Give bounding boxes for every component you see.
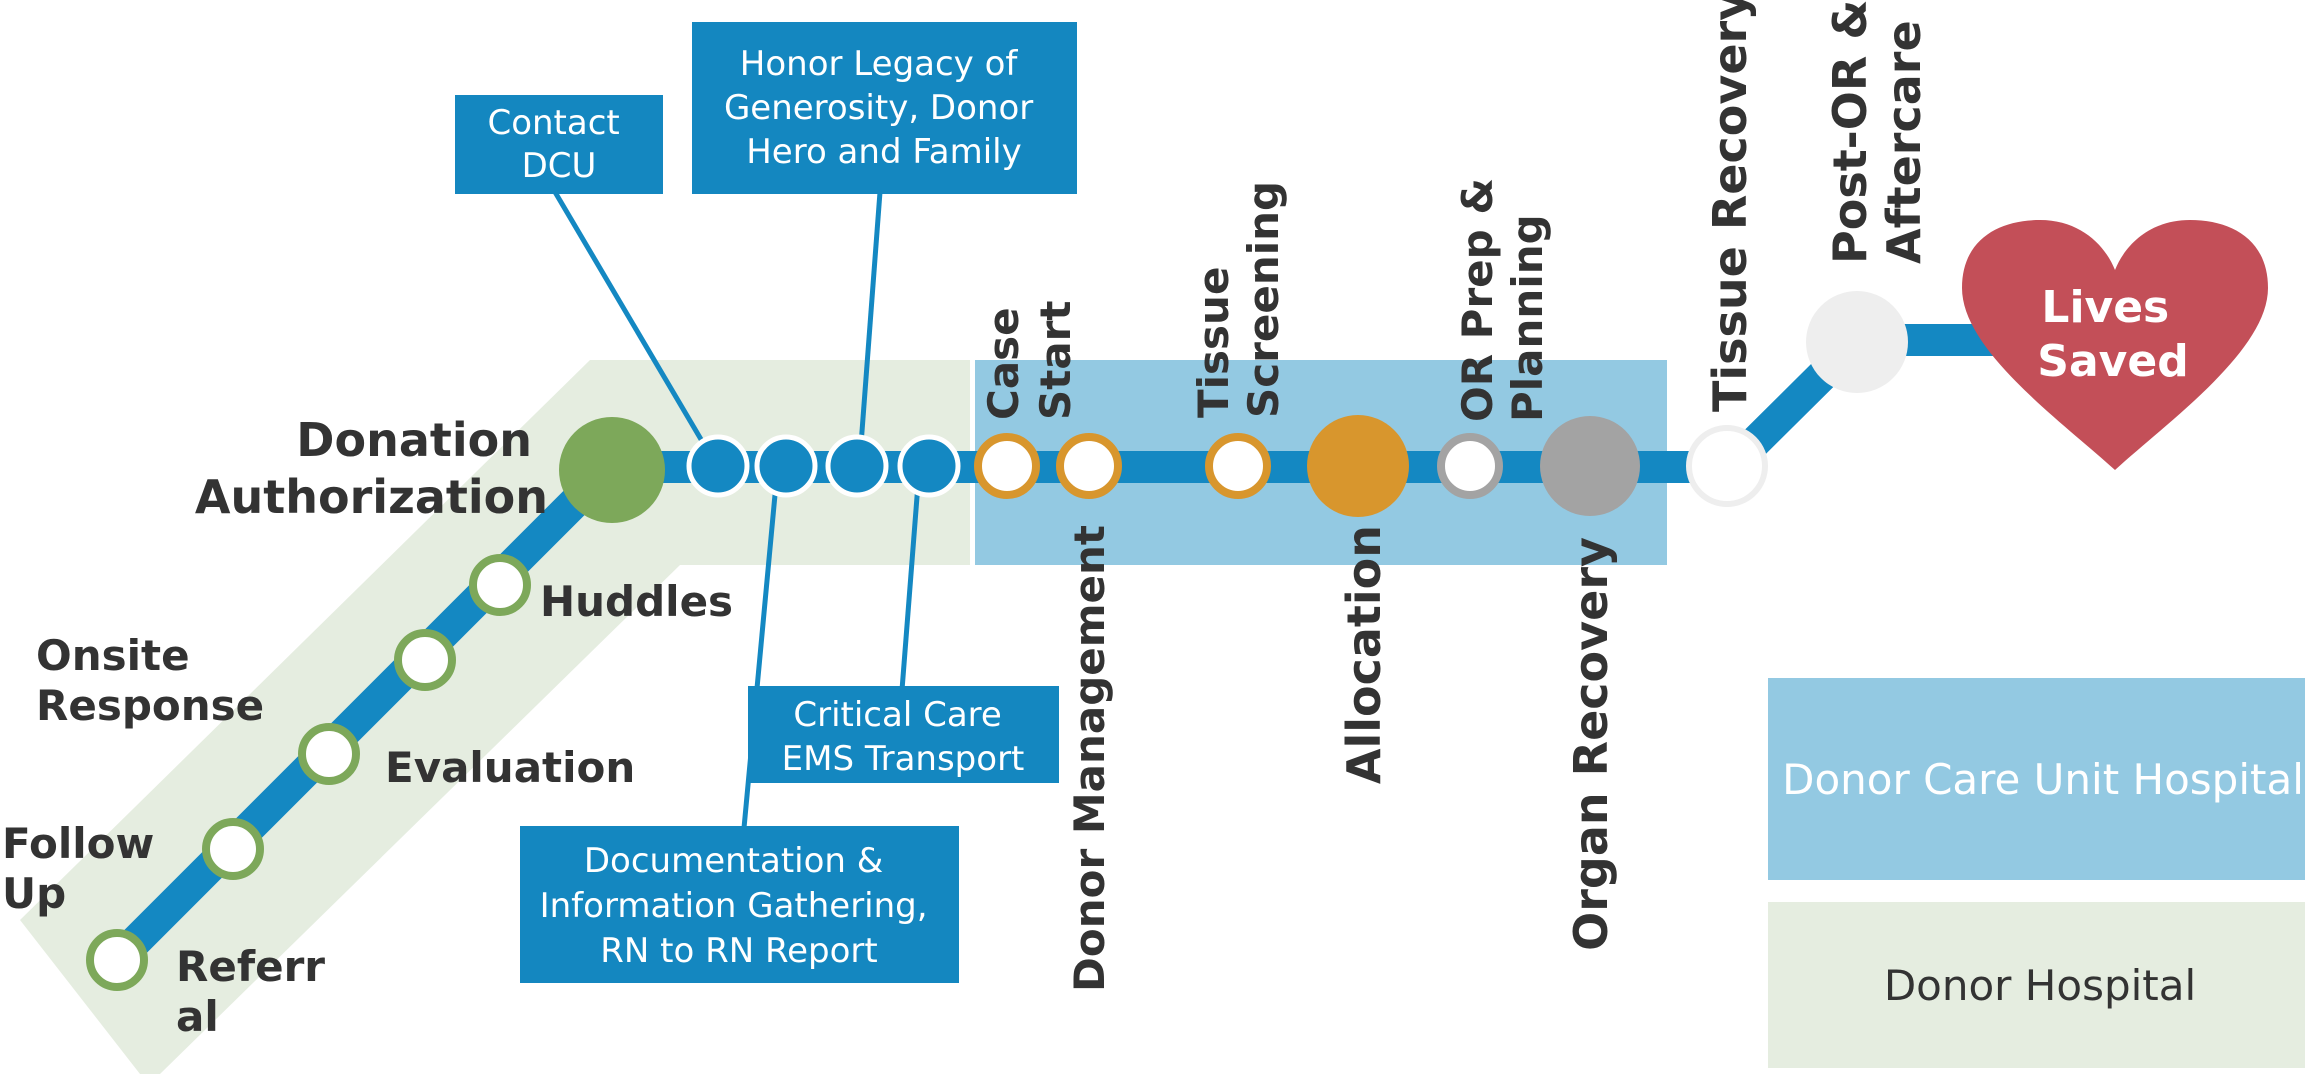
lives-saved-text: Lives Saved	[2037, 282, 2188, 387]
stop-donation-authorization	[559, 417, 665, 523]
label-follow-up: Follow Up	[2, 819, 169, 918]
callout-honor-legacy: Honor Legacy of Generosity, Donor Hero a…	[692, 22, 1077, 194]
stop-organ-recovery	[1540, 416, 1640, 516]
stop-donor-management	[1056, 433, 1122, 499]
label-tissue-recovery: Tissue Recovery	[1703, 0, 1757, 412]
label-or-prep-planning-line-1: OR Prep &	[1453, 178, 1502, 422]
callout-documentation-line-2: Information Gathering,	[540, 886, 928, 926]
callout-critical-care-line-1: Critical Care	[793, 695, 1001, 735]
svg-text:Honor Legacy of Generosi: Honor Legacy of Generosity, Donor Hero a…	[724, 44, 1044, 172]
lives-saved-line-2: Saved	[2037, 336, 2188, 387]
label-onsite-response: Onsite Response	[36, 631, 264, 730]
label-or-prep-planning-line-2: Planning	[1503, 214, 1552, 422]
callout-contact-dcu-line-2: DCU	[522, 146, 597, 186]
stop-huddles	[469, 554, 531, 616]
svg-text:Contact DCU: Contact DCU	[487, 103, 630, 186]
label-referral-line-1: Referr	[176, 942, 325, 991]
label-case-start-line-2: Start	[1031, 301, 1080, 420]
callout-honor-legacy-line-3: Hero and Family	[746, 132, 1022, 172]
callout-critical-care-line-2: EMS Transport	[782, 739, 1025, 779]
label-post-or-aftercare-line-1: Post-OR &	[1823, 0, 1877, 264]
stop-onsite-response	[394, 629, 456, 691]
label-donation-authorization: Donation Authorization	[195, 413, 548, 524]
lives-saved-heart	[1962, 220, 2268, 470]
callout-documentation: Documentation & Information Gathering, R…	[520, 826, 959, 983]
label-referral-line-2: al	[176, 992, 219, 1041]
legend: Donor Care Unit Hospital Donor Hospital	[1768, 678, 2305, 1068]
label-donation-authorization-line-2: Authorization	[195, 470, 548, 524]
label-post-or-aftercare-line-2: Aftercare	[1877, 20, 1931, 264]
stop-evaluation	[298, 723, 360, 785]
label-onsite-response-line-1: Onsite	[36, 631, 190, 680]
label-or-prep-planning: OR Prep & Planning	[1453, 163, 1552, 422]
stop-critical-care	[897, 434, 961, 498]
callout-documentation-line-1: Documentation &	[584, 841, 883, 881]
label-donor-management: Donor Management	[1065, 525, 1114, 992]
stop-honor-legacy	[825, 434, 889, 498]
stop-case-start	[974, 433, 1040, 499]
callout-critical-care: Critical Care EMS Transport	[748, 686, 1059, 783]
stop-or-prep-planning	[1437, 433, 1503, 499]
stop-tissue-screening	[1205, 433, 1271, 499]
callout-documentation-line-3: RN to RN Report	[600, 931, 877, 971]
stop-post-or-aftercare	[1806, 291, 1908, 393]
label-follow-up-line-2: Up	[2, 869, 66, 918]
label-referral: Referr al	[176, 942, 340, 1041]
stop-allocation	[1307, 415, 1409, 517]
callout-contact-dcu-line-1: Contact	[487, 103, 619, 143]
legend-donor-hospital-swatch	[1768, 902, 2305, 1068]
svg-text:Critical Care EMS Transp: Critical Care EMS Transport	[782, 695, 1025, 779]
label-tissue-screening-line-1: Tissue	[1189, 267, 1238, 418]
callout-honor-legacy-line-2: Generosity, Donor	[724, 88, 1033, 128]
label-huddles: Huddles	[540, 577, 733, 626]
label-onsite-response-line-2: Response	[36, 681, 264, 730]
donor-hospital-zone	[20, 360, 970, 1074]
lives-saved-line-1: Lives	[2041, 282, 2169, 333]
stop-follow-up	[202, 818, 264, 880]
legend-dcu-swatch	[1768, 678, 2305, 880]
callout-contact-dcu: Contact DCU	[455, 95, 663, 194]
svg-text:Documentation & Informat: Documentation & Information Gathering, R…	[540, 841, 939, 971]
label-evaluation: Evaluation	[385, 743, 635, 792]
label-case-start: Case Start	[979, 293, 1080, 420]
label-follow-up-line-1: Follow	[2, 819, 154, 868]
label-tissue-screening: Tissue Screening	[1189, 181, 1288, 418]
stop-documentation	[754, 434, 818, 498]
callout-honor-legacy-line-1: Honor Legacy of	[740, 44, 1019, 84]
label-allocation: Allocation	[1337, 525, 1391, 784]
stop-tissue-recovery	[1686, 425, 1768, 507]
legend-donor-hospital-label: Donor Hospital	[1884, 961, 2196, 1010]
label-tissue-screening-line-2: Screening	[1239, 181, 1288, 418]
stop-referral	[86, 929, 148, 991]
stop-contact-dcu	[686, 434, 750, 498]
label-donation-authorization-line-1: Donation	[296, 413, 532, 467]
legend-dcu-label: Donor Care Unit Hospital	[1782, 755, 2304, 804]
label-post-or-aftercare: Post-OR & Aftercare	[1823, 0, 1931, 264]
label-case-start-line-1: Case	[979, 307, 1028, 420]
label-organ-recovery: Organ Recovery	[1564, 537, 1618, 951]
